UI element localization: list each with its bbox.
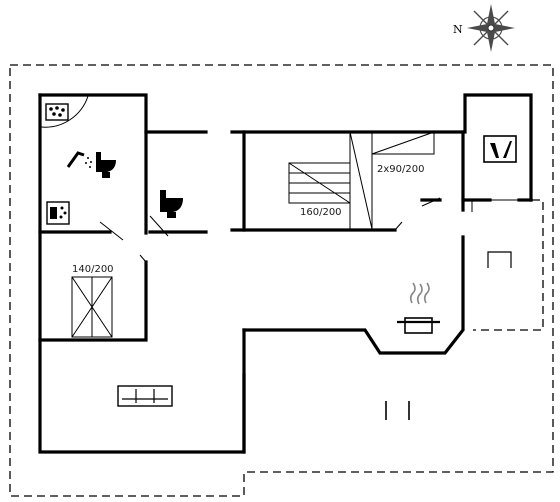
cooking-pot-icon xyxy=(397,282,440,334)
toilet-icon-wc xyxy=(160,190,183,218)
terrace-outline xyxy=(9,64,554,497)
boiler-icon xyxy=(483,135,517,163)
compass-rose-icon xyxy=(467,4,515,52)
staircase xyxy=(288,131,435,230)
double-bed-icon xyxy=(71,276,113,338)
bed-size-label-2: 140/200 xyxy=(72,264,114,275)
bed-size-label: 160/200 xyxy=(300,207,342,218)
shower-icon xyxy=(66,151,92,168)
annex-outline xyxy=(473,199,544,331)
walls xyxy=(38,93,533,454)
north-label: N xyxy=(453,23,463,36)
sauna-icon xyxy=(45,103,69,121)
hall-markers xyxy=(385,401,410,420)
door-symbol xyxy=(487,251,512,268)
interior-lines xyxy=(40,95,519,263)
bunk-bed-size-label: 2x90/200 xyxy=(377,164,424,175)
washing-machine-icon xyxy=(46,201,70,225)
sofa-icon xyxy=(117,385,173,407)
toilet-icon xyxy=(96,152,116,178)
